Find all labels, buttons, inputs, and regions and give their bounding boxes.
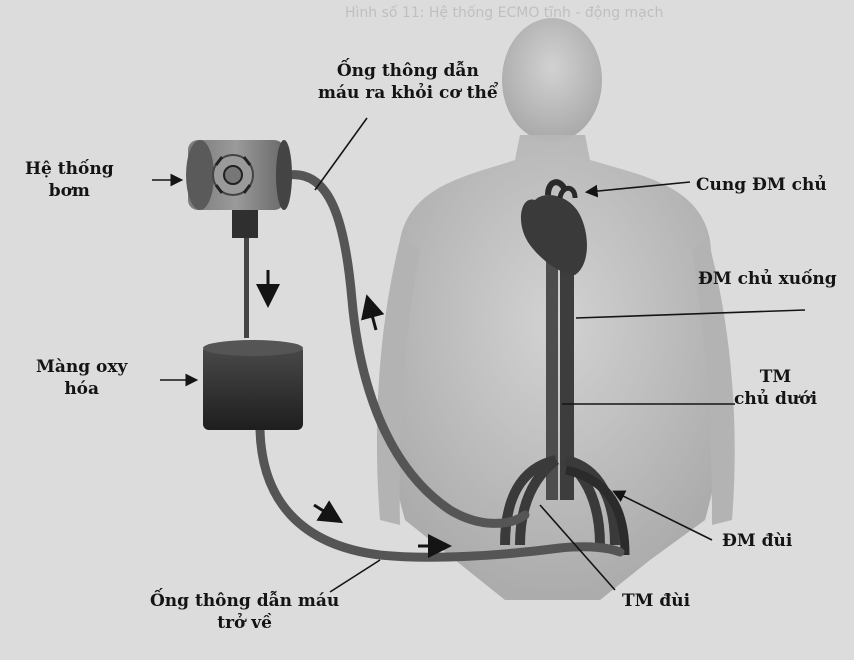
label-oxygenator: Màng oxy hóa: [36, 356, 127, 400]
label-ivc-line1: TM: [759, 367, 792, 387]
label-catheter-out: Ống thông dẫn máu ra khỏi cơ thể: [318, 60, 498, 104]
label-femoral-artery: ĐM đùi: [722, 531, 793, 551]
label-pump: Hệ thống bơm: [25, 158, 114, 202]
label-descending-aorta: ĐM chủ xuống: [698, 269, 837, 289]
label-femoral-vein: TM đùi: [622, 591, 691, 611]
vessels: [500, 250, 630, 556]
label-ivc: TM chủ dưới: [734, 366, 817, 410]
right-arm: [692, 240, 735, 525]
pump-drum-icon: [186, 140, 292, 338]
femoral-artery-vessel: [564, 465, 630, 556]
catheter-return-tube: [255, 425, 625, 562]
left-arm: [376, 240, 420, 525]
label-oxygenator-line2: hóa: [64, 379, 100, 399]
head: [502, 18, 602, 142]
ivc-vessel: [546, 260, 558, 500]
label-catheter-return-line2: trở về: [217, 613, 272, 633]
label-pump-line2: bơm: [48, 181, 90, 201]
descending-aorta-vessel: [560, 250, 574, 500]
pointer-lines: [152, 117, 806, 593]
label-catheter-return: Ống thông dẫn máu trở về: [150, 590, 339, 634]
label-catheter-out-line1: Ống thông dẫn: [336, 61, 479, 81]
label-catheter-out-line2: máu ra khỏi cơ thể: [318, 83, 498, 103]
label-catheter-return-line1: Ống thông dẫn máu: [150, 591, 340, 611]
heart-icon: [520, 179, 587, 275]
label-pump-line1: Hệ thống: [25, 159, 114, 179]
label-aortic-arch: Cung ĐM chủ: [696, 175, 827, 195]
oxygenator-icon: [203, 340, 303, 430]
flow-arrow-icon: [256, 270, 452, 558]
catheter-out-tube: [283, 170, 530, 528]
background-page-text: Hình số 11: Hệ thống ECMO tĩnh - động mạ…: [345, 5, 664, 21]
label-oxygenator-line1: Màng oxy: [36, 357, 128, 377]
label-ivc-line2: chủ dưới: [734, 389, 818, 409]
